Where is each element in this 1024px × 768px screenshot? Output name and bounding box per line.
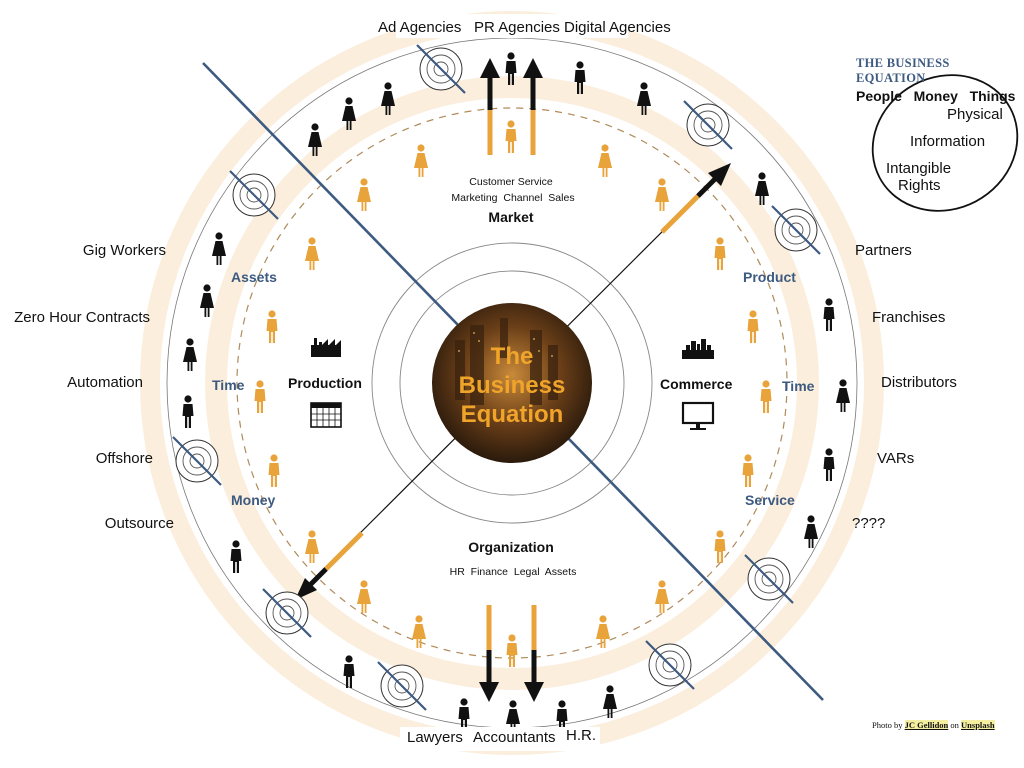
label-distributors: Distributors — [881, 374, 957, 391]
target-icon — [415, 43, 467, 95]
credit-site-link[interactable]: Unsplash — [961, 720, 995, 730]
label-accountants: Accountants — [473, 729, 556, 746]
photo-credit: Photo by JC Gellidon on Unsplash — [872, 720, 995, 730]
person-icon — [212, 232, 226, 265]
equation-box-terms: People Money Things — [856, 88, 1016, 104]
market-line2: Marketing Channel Sales — [451, 192, 575, 204]
thing-intangible: Intangible — [886, 160, 952, 177]
target-icon — [644, 639, 696, 691]
person-icon — [823, 298, 835, 331]
credit-mid: on — [950, 720, 959, 730]
person-icon — [414, 144, 428, 177]
label-franchises: Franchises — [872, 309, 946, 326]
center-circle: The Business Equation — [432, 303, 592, 463]
person-icon — [760, 380, 772, 413]
target-icon — [228, 169, 280, 221]
organization-title: Organization — [468, 539, 554, 555]
person-icon — [747, 310, 759, 343]
label-time-right: Time — [782, 378, 815, 394]
label-zero-hour-contracts: Zero Hour Contracts — [14, 309, 150, 326]
person-icon — [357, 178, 371, 211]
commerce-title: Commerce — [660, 376, 733, 392]
center-title-line2: Business — [459, 372, 566, 399]
factory-icon — [311, 338, 341, 357]
credit-prefix: Photo by — [872, 720, 903, 730]
person-icon — [505, 120, 517, 153]
person-icon — [742, 454, 754, 487]
person-icon — [823, 448, 835, 481]
person-icon — [200, 284, 214, 317]
person-icon — [266, 310, 278, 343]
person-icon — [305, 530, 319, 563]
label-assets: Assets — [231, 269, 277, 285]
things-ellipse — [871, 74, 1019, 212]
label-time-left: Time — [212, 377, 245, 393]
label-offshore: Offshore — [95, 450, 153, 467]
label-money: Money — [231, 492, 276, 508]
label-digital-agencies: Digital Agencies — [564, 19, 671, 36]
label-automation: Automation — [67, 374, 143, 391]
skyline-icon — [682, 339, 714, 359]
production-title: Production — [288, 375, 362, 391]
person-icon — [458, 698, 470, 731]
organization-arrows — [479, 605, 544, 702]
market-title: Market — [488, 209, 534, 225]
label-gaps — [396, 14, 628, 751]
label-gig-workers: Gig Workers — [82, 242, 166, 259]
person-icon — [804, 515, 818, 548]
monitor-icon — [681, 401, 715, 430]
person-icon — [655, 580, 669, 613]
target-icon — [743, 553, 795, 605]
person-icon — [182, 395, 194, 428]
thing-rights: Rights — [898, 177, 941, 194]
person-icon — [836, 379, 850, 412]
label-hr: H.R. — [566, 727, 596, 744]
equation-box-title: THE BUSINESS EQUATION — [856, 56, 950, 85]
thing-information: Information — [910, 133, 986, 150]
person-icon — [254, 380, 266, 413]
person-icon — [183, 338, 197, 371]
label-ad-agencies: Ad Agencies — [378, 19, 462, 36]
center-title-line3: Equation — [461, 401, 564, 428]
person-icon — [268, 454, 280, 487]
label-partners: Partners — [855, 242, 912, 259]
person-icon — [714, 237, 726, 270]
equation-box: THE BUSINESS EQUATION People Money Thing… — [856, 56, 1021, 104]
label-service: Service — [745, 492, 795, 508]
commerce-arrow — [295, 163, 731, 600]
label-outsource: Outsource — [104, 515, 174, 532]
center-title-line1: The — [491, 343, 534, 370]
person-icon — [230, 540, 242, 573]
market-arrows — [480, 58, 543, 155]
person-icon — [506, 634, 518, 667]
person-icon — [603, 685, 617, 718]
label-product: Product — [743, 269, 796, 285]
label-vars: VARs — [877, 450, 915, 467]
market-line1: Customer Service — [469, 176, 553, 188]
person-icon — [343, 655, 355, 688]
person-icon — [598, 144, 612, 177]
label-pr-agencies: PR Agencies — [474, 19, 560, 36]
person-icon — [714, 530, 726, 563]
label-lawyers: Lawyers — [407, 729, 463, 746]
person-icon — [305, 237, 319, 270]
thing-physical: Physical — [947, 106, 1003, 123]
person-icon — [357, 580, 371, 613]
person-icon — [655, 178, 669, 211]
organization-line1: HR Finance Legal Assets — [449, 566, 577, 578]
calendar-icon — [310, 402, 342, 428]
label-unknown: ???? — [852, 515, 886, 532]
credit-author-link[interactable]: JC Gellidon — [904, 720, 949, 730]
